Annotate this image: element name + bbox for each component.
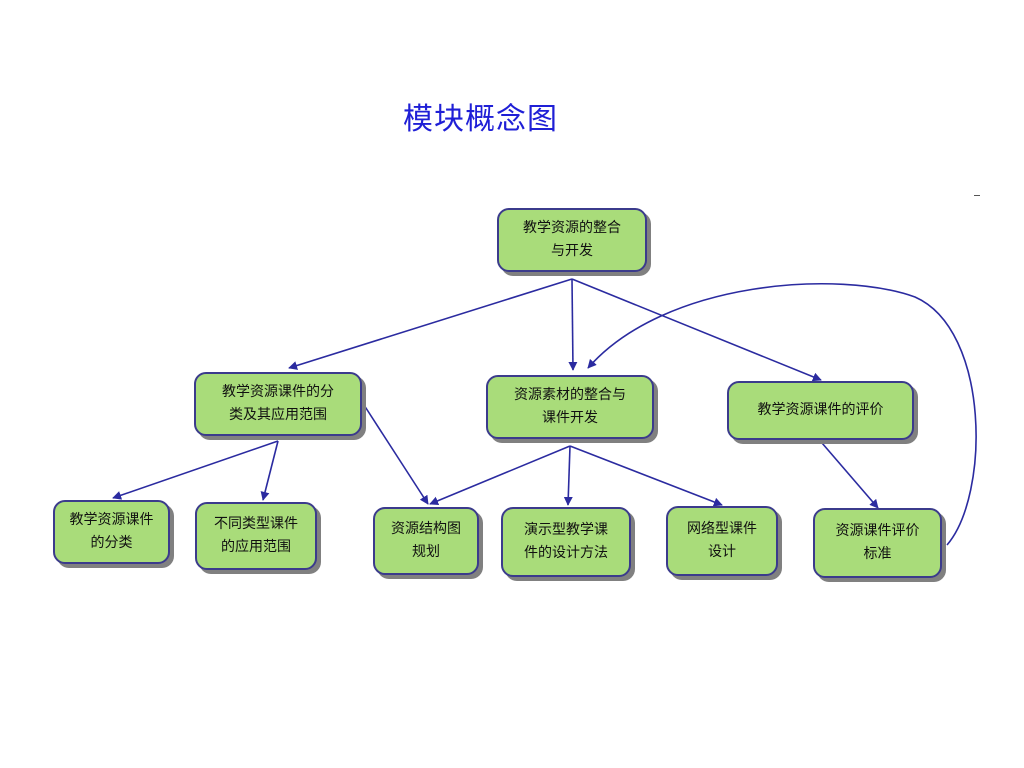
node-scope-label: 不同类型课件 的应用范围 (214, 516, 298, 555)
node-demo: 演示型教学课 件的设计方法 (501, 507, 631, 577)
edge-standard-material (587, 282, 977, 546)
node-classify-label: 教学资源课件的分 类及其应用范围 (222, 384, 334, 423)
edge-material-demo (563, 445, 573, 506)
node-classify: 教学资源课件的分 类及其应用范围 (194, 372, 362, 436)
node-network-label: 网络型课件 设计 (687, 521, 757, 560)
edge-root-evaluate (571, 278, 822, 382)
page-title: 模块概念图 (403, 102, 558, 137)
node-network: 网络型课件 设计 (666, 506, 778, 576)
node-structure-label: 资源结构图 规划 (391, 521, 461, 560)
corner-mark (974, 195, 980, 196)
edge-classify-structure (363, 404, 429, 505)
node-demo-label: 演示型教学课 件的设计方法 (524, 522, 608, 561)
edge-root-material (568, 278, 578, 371)
edge-material-network (569, 445, 723, 507)
node-evaluate-label: 教学资源课件的评价 (757, 402, 884, 418)
node-root: 教学资源的整合 与开发 (497, 208, 647, 272)
edge-classify-kinds (112, 440, 279, 500)
node-material: 资源素材的整合与 课件开发 (486, 375, 654, 439)
node-kinds: 教学资源课件 的分类 (53, 500, 170, 564)
edge-material-structure (429, 445, 571, 506)
node-root-label: 教学资源的整合 与开发 (523, 220, 621, 259)
node-standard-label: 资源课件评价 标准 (835, 523, 920, 562)
node-material-label: 资源素材的整合与 课件开发 (514, 387, 626, 426)
node-kinds-label: 教学资源课件 的分类 (69, 512, 154, 551)
node-structure: 资源结构图 规划 (373, 507, 479, 575)
node-standard: 资源课件评价 标准 (813, 508, 942, 578)
edge-classify-scope (260, 440, 279, 501)
edge-evaluate-standard (821, 442, 879, 509)
node-evaluate: 教学资源课件的评价 (727, 381, 914, 440)
edge-root-classify (288, 278, 573, 370)
node-scope: 不同类型课件 的应用范围 (195, 502, 317, 570)
